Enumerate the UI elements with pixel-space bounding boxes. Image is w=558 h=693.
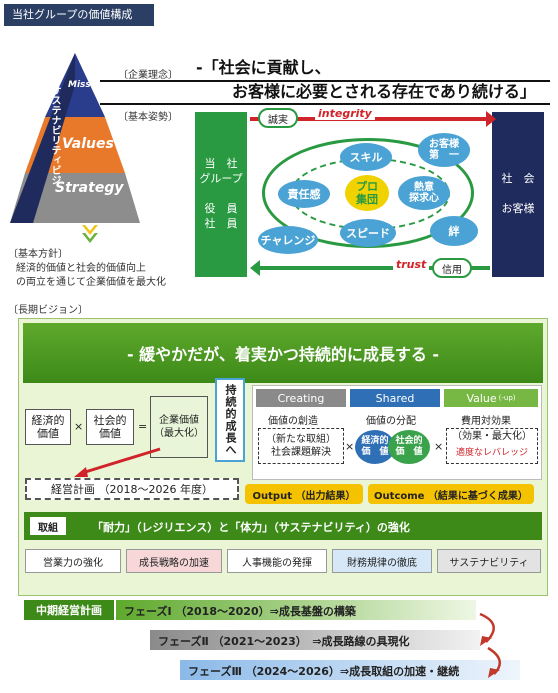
value-sub: 費用対効果 xyxy=(461,416,511,427)
stance-label: 〔基本姿勢〕 xyxy=(118,112,178,123)
pro-group-center: プロ 集団 xyxy=(345,175,389,211)
node-customer-first: お客様 第 一 xyxy=(418,133,470,167)
trust-label: trust xyxy=(393,258,430,271)
pillar-finance: 財務規律の徹底 xyxy=(332,549,432,573)
outcome-badge: Outcome （結果に基づく成果） xyxy=(368,484,534,504)
node-skill: スキル xyxy=(340,143,392,171)
integrity-pill: 誠実 xyxy=(258,108,298,128)
node-passion: 熱意 探求心 xyxy=(398,176,450,210)
social-value-box: 社会的 価値 xyxy=(86,409,134,445)
creating-sub: 価値の創造 xyxy=(268,416,318,427)
pyramid-mission-label: Mission xyxy=(68,80,107,90)
phase-2: フェーズⅡ （2021～2023） ⇒成長路線の具現化 xyxy=(150,630,480,650)
pillar-hr: 人事機能の発揮 xyxy=(227,549,327,573)
company-panel: 当 社 グループ 役 員 社 員 xyxy=(195,112,247,277)
phase-3: フェーズⅢ （2024～2026）⇒成長取組の加速・継続 xyxy=(180,660,520,680)
value-head: Value(-up) xyxy=(444,389,538,407)
times-sign: × xyxy=(74,420,84,433)
phase-1: フェーズⅠ （2018～2020）⇒成長基盤の構築 xyxy=(116,600,476,620)
shared-sub: 価値の分配 xyxy=(366,416,416,427)
equals-sign: = xyxy=(138,420,148,433)
page-title: 当社グループの価値構成 xyxy=(4,4,154,26)
node-bond: 絆 xyxy=(430,216,478,246)
node-challenge: チャレンジ xyxy=(258,226,318,254)
trust-pill: 信用 xyxy=(432,258,472,278)
economic-value-box: 経済的 価値 xyxy=(25,409,71,445)
sustainable-growth-box: 持続的成長へ xyxy=(215,378,245,462)
policy-line2: の両立を通じて企業価値を最大化 xyxy=(16,277,166,288)
philosophy-line2: お客様に必要とされる存在であり続ける」 xyxy=(232,82,536,101)
shared-head: Shared xyxy=(350,389,440,407)
policy-label: 〔基本方針〕 xyxy=(8,249,68,260)
value-box: （効果・最大化） 適度なレバレッジ xyxy=(446,428,538,464)
node-responsibility: 責任感 xyxy=(278,180,330,208)
corporate-value-box: 企業価値 （最大化） xyxy=(150,396,208,458)
philosophy-label: 〔企業理念〕 xyxy=(118,70,178,81)
output-badge: Output （出力結果） xyxy=(245,484,363,504)
vision-label: 〔長期ビジョン〕 xyxy=(8,305,88,316)
creating-head: Creating xyxy=(256,389,346,407)
torikumi-label: 取組 xyxy=(30,517,66,535)
pyramid-strategy-label: Strategy xyxy=(55,180,124,196)
integrity-label: integrity xyxy=(315,107,375,120)
vision-headline: - 緩やかだが、着実かつ持続的に成長する - xyxy=(23,323,543,383)
torikumi-text: 「耐力」（レジリエンス）と「体力」（サステナビリティ）の強化 xyxy=(92,521,410,534)
midplan-label: 中期経営計画 xyxy=(24,600,114,620)
management-plan-box: 経営計画 （2018～2026 年度） xyxy=(25,478,239,500)
pillar-sustainability: サステナビリティ xyxy=(437,549,541,573)
pyramid-values-label: Values xyxy=(62,136,114,152)
shared-social: 社会的 価 値 xyxy=(388,430,430,464)
philosophy-line1: -「社会に貢献し、 xyxy=(196,58,331,77)
policy-line1: 経済的価値と社会的価値向上 xyxy=(16,263,146,274)
pillar-growth: 成長戦略の加速 xyxy=(126,549,222,573)
creating-box: （新たな取組） 社会課題解決 xyxy=(258,428,344,464)
node-speed: スピード xyxy=(340,219,396,247)
pillar-sales: 営業力の強化 xyxy=(25,549,121,573)
pyramid-side-label: サステナビリティビジョン xyxy=(34,85,60,185)
value-pyramid xyxy=(10,53,140,223)
society-panel: 社 会 お客様 xyxy=(492,112,544,277)
